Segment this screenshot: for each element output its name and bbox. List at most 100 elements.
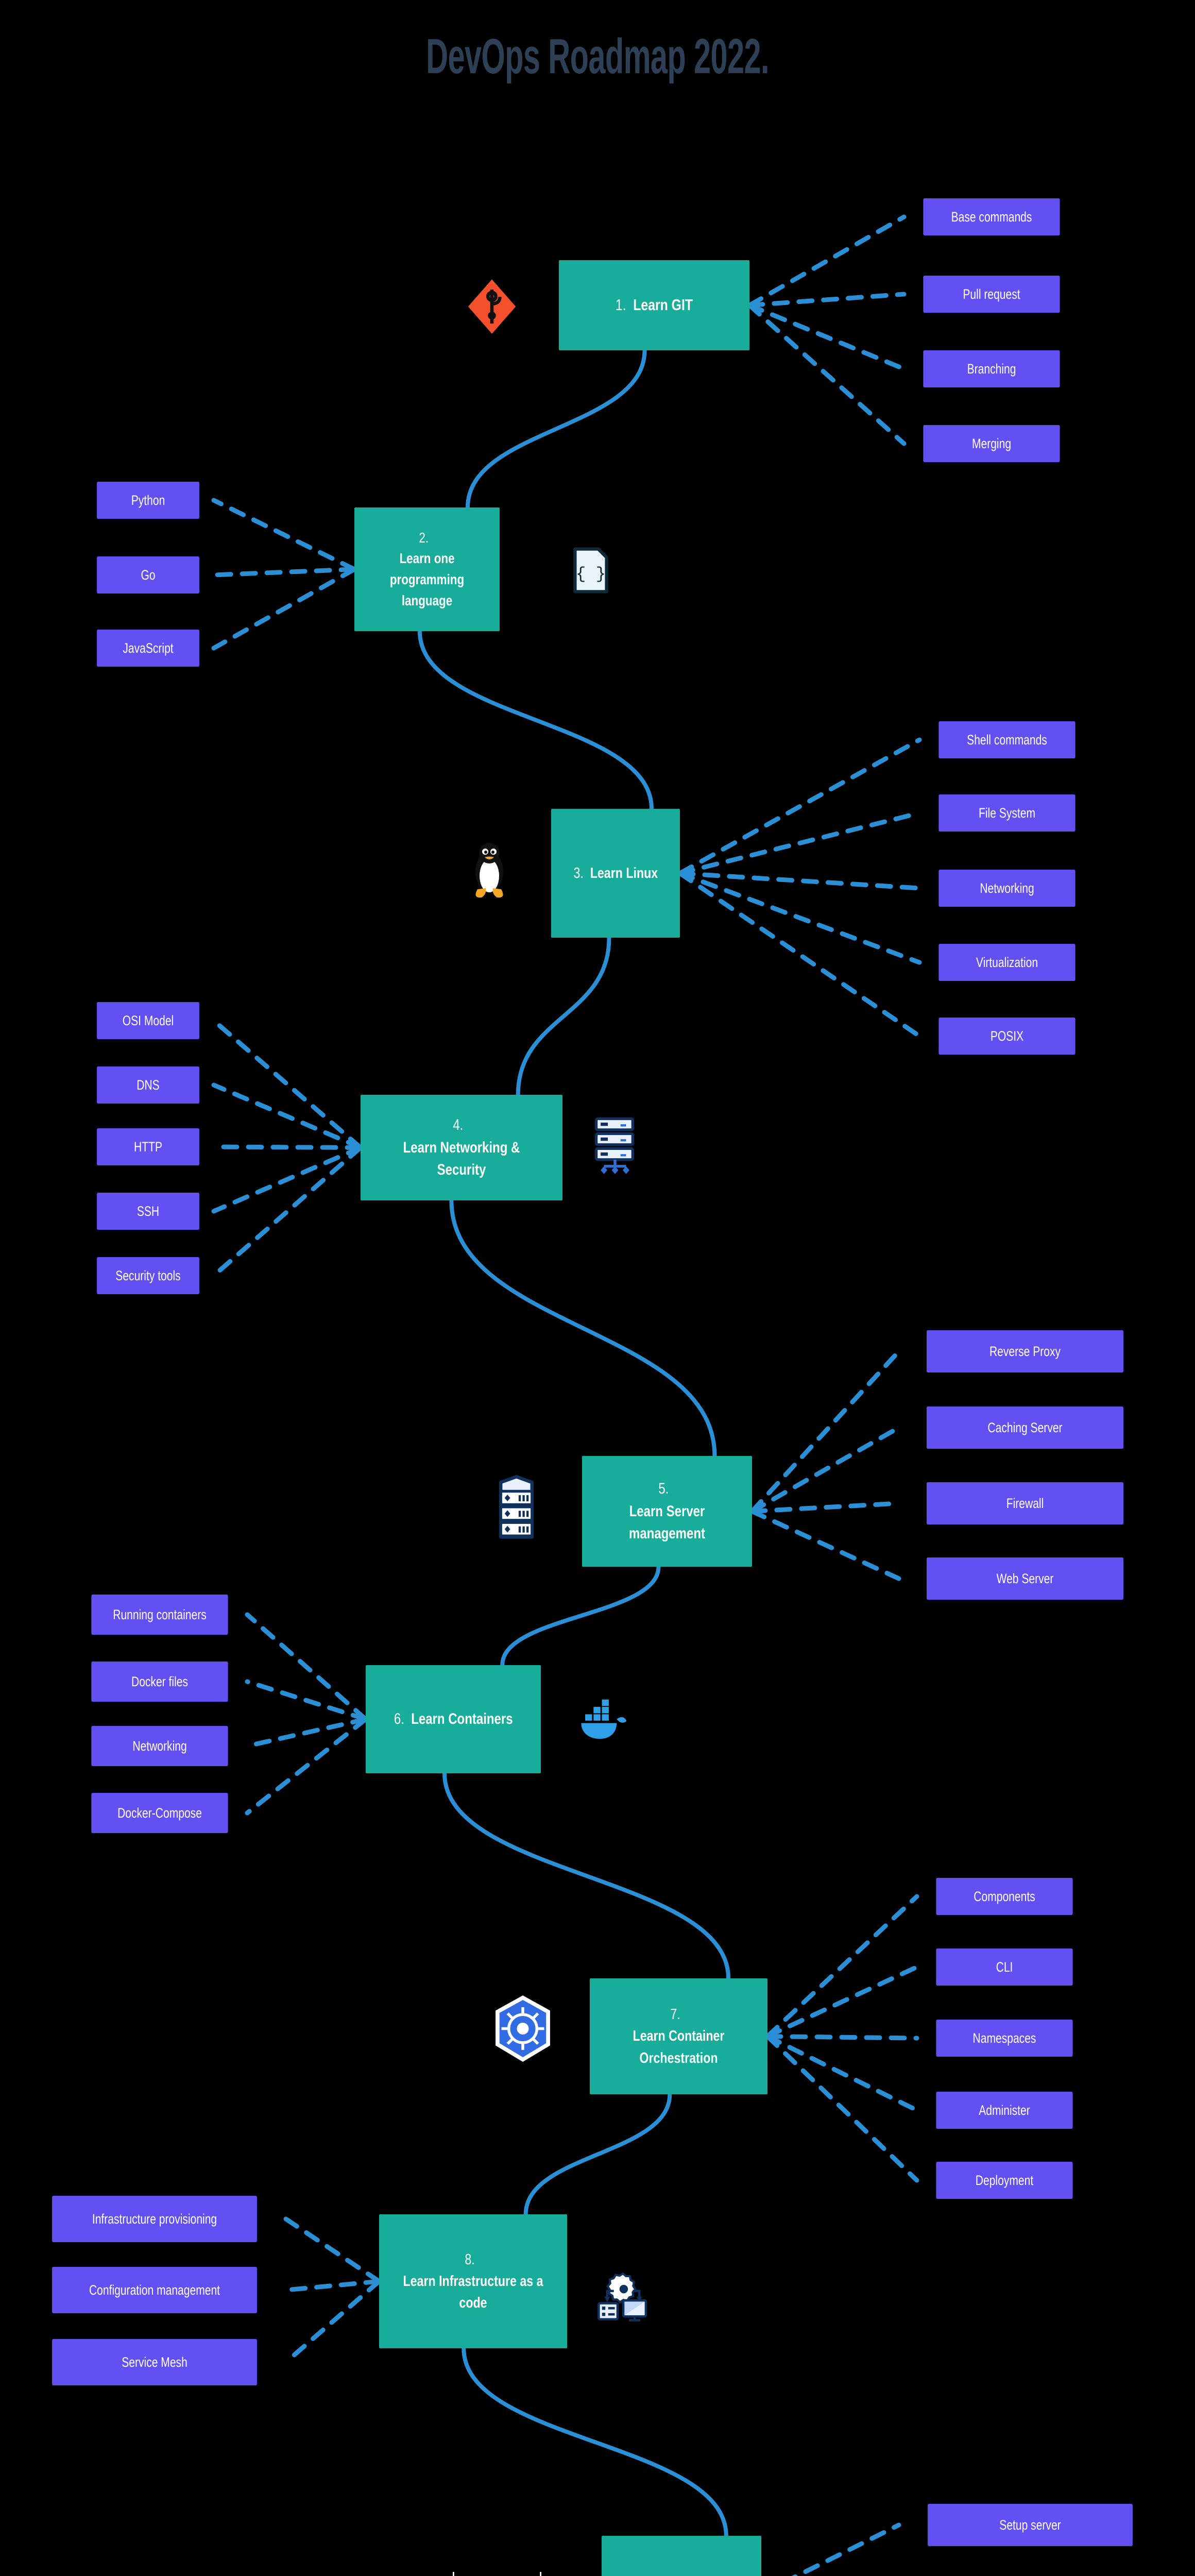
roadmap-leaf[interactable]: Administer: [936, 2092, 1073, 2129]
roadmap-leaf[interactable]: Web Server: [926, 1557, 1124, 1600]
node-title: Learn Infrastructure as a code: [403, 2273, 543, 2312]
roadmap-leaf[interactable]: Virtualization: [938, 944, 1076, 981]
roadmap-leaf[interactable]: OSI Model: [97, 1002, 199, 1039]
roadmap-leaf[interactable]: Networking: [91, 1726, 228, 1766]
leaf-connector: [765, 2034, 919, 2041]
roadmap-leaf[interactable]: CLI: [936, 1948, 1073, 1986]
node-title: Learn GIT: [633, 296, 693, 314]
roadmap-leaf[interactable]: Running containers: [91, 1595, 228, 1635]
node-number: 8.: [465, 2251, 475, 2268]
leaf-connector: [245, 1717, 368, 1749]
roadmap-leaf[interactable]: Configuration management: [52, 2267, 257, 2313]
page-title: DevOps Roadmap 2022.: [426, 29, 769, 84]
leaf-connector: [677, 810, 922, 876]
leaf-connector: [245, 1612, 368, 1722]
roadmap-leaf[interactable]: DNS: [97, 1066, 199, 1104]
leaf-connector: [765, 2034, 919, 2183]
leaf-connector: [211, 1018, 363, 1150]
cicd-infinity-icon: CODEBUILDTEST DEPLOYOPERATEMONITOR RELEA…: [451, 2561, 543, 2576]
leaf-connector: [677, 737, 922, 876]
roadmap-node-6[interactable]: 6. Learn Containers: [366, 1665, 541, 1773]
svg-text:{ }: { }: [576, 565, 606, 584]
leaf-connector: [747, 292, 907, 308]
leaf-connector: [765, 1964, 919, 2039]
roadmap-node-5[interactable]: 5. Learn Server management: [582, 1456, 752, 1567]
node-title: Learn Server management: [628, 1502, 706, 1543]
kubernetes-helm-icon: [492, 1994, 554, 2063]
roadmap-leaf[interactable]: Go: [97, 556, 199, 594]
spine-connector: [442, 1771, 731, 1980]
leaf-connector: [283, 2279, 382, 2365]
network-server-icon: [587, 1115, 643, 1176]
node-title: Learn one programming language: [389, 550, 465, 608]
git-icon: [464, 278, 520, 335]
spine-connector: [465, 348, 647, 510]
roadmap-node-4[interactable]: 4. Learn Networking & Security: [361, 1095, 562, 1200]
roadmap-leaf[interactable]: Python: [97, 482, 199, 519]
roadmap-leaf[interactable]: Caching Server: [926, 1406, 1124, 1449]
roadmap-leaf[interactable]: Firewall: [926, 1482, 1124, 1524]
leaf-connector: [677, 871, 922, 891]
spine-connector: [462, 2346, 728, 2538]
spine-connector: [417, 629, 654, 811]
roadmap-node-7[interactable]: 7. Learn Container Orchestration: [590, 1978, 767, 2094]
roadmap-leaf[interactable]: Branching: [923, 350, 1060, 387]
roadmap-leaf[interactable]: Reverse Proxy: [926, 1330, 1124, 1372]
linux-penguin-icon: [461, 840, 518, 902]
leaf-connector: [211, 1145, 363, 1214]
leaf-connector: [749, 1501, 901, 1514]
leaf-connector: [211, 1144, 363, 1150]
roadmap-leaf[interactable]: Docker files: [91, 1662, 228, 1702]
leaf-connector: [211, 567, 357, 578]
node-title: Learn Container Orchestration: [633, 2028, 725, 2066]
node-title: Learn Networking & Security: [403, 1139, 520, 1179]
leaf-connector: [677, 871, 922, 965]
roadmap-leaf[interactable]: JavaScript: [97, 630, 199, 667]
node-number: 7.: [670, 2006, 680, 2023]
spine-connector: [449, 1198, 717, 1458]
spine-connector: [516, 936, 611, 1097]
infrastructure-automation-icon: [595, 2267, 652, 2324]
node-title: Learn Containers: [411, 1710, 513, 1728]
leaf-connector: [747, 303, 907, 371]
roadmap-leaf[interactable]: Components: [936, 1878, 1073, 1915]
roadmap-leaf[interactable]: Infrastructure provisioning: [52, 2196, 257, 2242]
leaf-connector: [765, 2034, 919, 2113]
leaf-connector: [677, 871, 922, 1039]
leaf-connector: [211, 567, 357, 651]
roadmap-leaf[interactable]: Pull request: [923, 276, 1060, 313]
roadmap-node-1[interactable]: 1. Learn GIT: [559, 260, 749, 350]
node-number: 4.: [453, 1116, 464, 1134]
roadmap-leaf[interactable]: Networking: [938, 870, 1076, 907]
roadmap-node-3[interactable]: 3. Learn Linux: [551, 809, 680, 938]
roadmap-leaf[interactable]: Merging: [923, 425, 1060, 462]
roadmap-leaf[interactable]: Service Mesh: [52, 2339, 257, 2385]
node-title: Learn Linux: [590, 865, 658, 882]
roadmap-node-9[interactable]: 9. Learn CI/CD: [602, 2536, 761, 2576]
leaf-connector: [211, 1082, 363, 1150]
leaf-connector: [211, 498, 357, 572]
roadmap-leaf[interactable]: File System: [938, 794, 1076, 832]
spine-connector: [523, 2092, 672, 2216]
node-number: 6.: [394, 1710, 404, 1728]
roadmap-leaf[interactable]: Setup server: [928, 2504, 1133, 2546]
roadmap-leaf[interactable]: SSH: [97, 1193, 199, 1230]
roadmap-leaf[interactable]: Base commands: [923, 198, 1060, 235]
docker-whale-icon: [575, 1692, 629, 1744]
leaf-connector: [749, 1509, 901, 1581]
roadmap-leaf[interactable]: Security tools: [97, 1257, 199, 1294]
roadmap-leaf[interactable]: Docker-Compose: [91, 1793, 228, 1833]
roadmap-leaf[interactable]: Shell commands: [938, 721, 1076, 758]
roadmap-node-8[interactable]: 8. Learn Infrastructure as a code: [379, 2214, 567, 2348]
roadmap-leaf[interactable]: Namespaces: [936, 2020, 1073, 2057]
roadmap-leaf[interactable]: HTTP: [97, 1128, 199, 1165]
roadmap-leaf[interactable]: Deployment: [936, 2162, 1073, 2199]
node-number: 5.: [658, 1480, 669, 1498]
leaf-connector: [245, 1717, 368, 1816]
server-tower-icon: [492, 1475, 541, 1541]
leaf-connector: [283, 2279, 382, 2293]
leaf-connector: [245, 1679, 368, 1722]
leaf-connector: [749, 1425, 901, 1514]
roadmap-node-2[interactable]: 2. Learn one programming language: [354, 507, 500, 631]
roadmap-leaf[interactable]: POSIX: [938, 1018, 1076, 1055]
